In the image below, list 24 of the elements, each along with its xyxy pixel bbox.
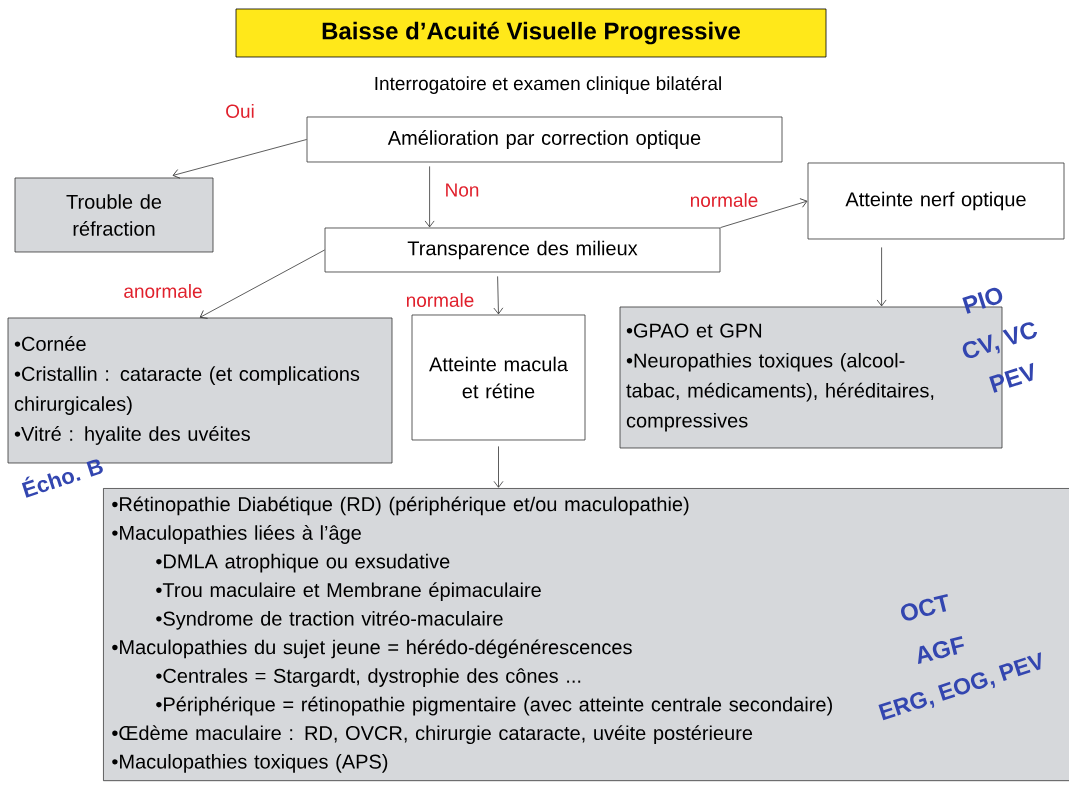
arrow xyxy=(720,198,808,228)
exam-label: OCT xyxy=(901,593,948,621)
process-box: Atteinte macula et rétine xyxy=(411,314,586,441)
process-box: Trouble de réfraction xyxy=(14,177,214,253)
exam-label: PIO xyxy=(962,287,1003,314)
arrow xyxy=(424,166,435,228)
arrow xyxy=(199,249,325,319)
process-box: Atteinte nerf optique xyxy=(807,162,1065,240)
subtitle: Interrogatoire et examen clinique bilatéral xyxy=(375,76,721,94)
edge-label: Oui xyxy=(224,103,256,119)
edge-label: normale xyxy=(404,292,476,308)
arrow xyxy=(172,139,307,179)
edge-label: anormale xyxy=(122,283,204,299)
arrow xyxy=(876,247,887,307)
arrow xyxy=(493,446,504,488)
title-box: Baisse d’Acuité Visuelle Progressive xyxy=(235,8,827,58)
edge-label: Non xyxy=(443,182,481,198)
exam-label: AGF xyxy=(918,636,964,664)
exam-label: CV, VC xyxy=(962,322,1037,359)
exam-label: PEV xyxy=(989,362,1034,393)
process-box: Transparence des milieux xyxy=(324,227,721,273)
process-box: Amélioration par correction optique xyxy=(306,116,783,163)
arrow xyxy=(493,276,504,315)
edge-label: normale xyxy=(688,192,760,208)
